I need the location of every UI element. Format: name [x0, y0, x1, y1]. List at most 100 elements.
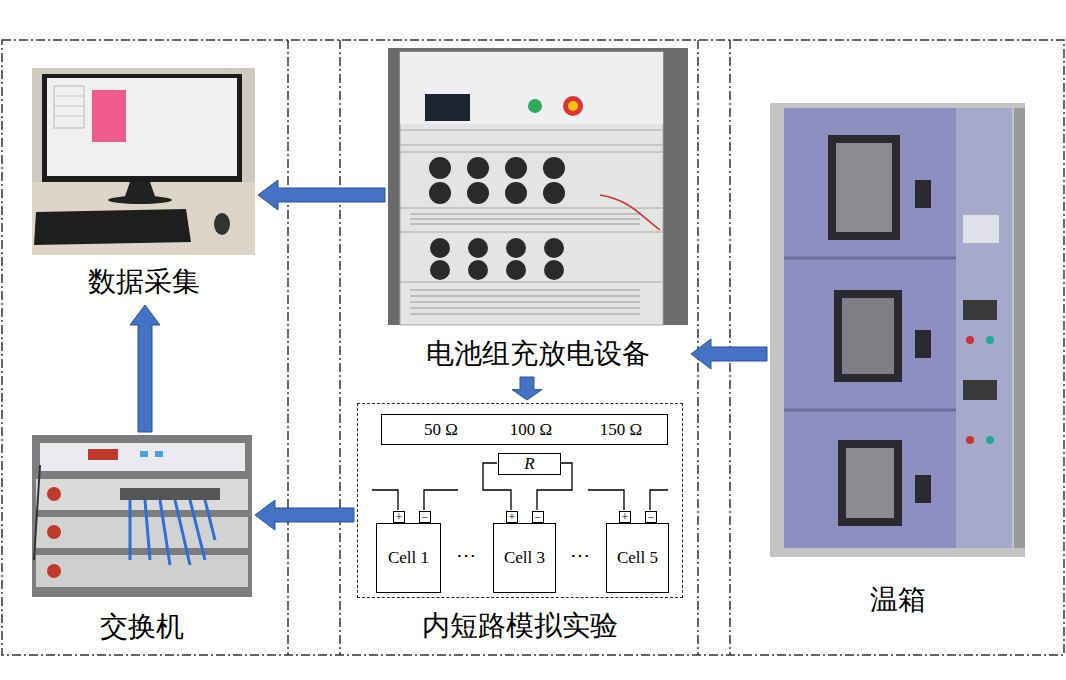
switch-photo — [47, 487, 61, 501]
box-label: − — [645, 511, 657, 523]
computer-photo — [34, 209, 191, 245]
switch-photo — [32, 435, 252, 597]
switch-photo — [36, 555, 248, 587]
flow-arrow — [130, 305, 160, 432]
panel-frame — [339, 40, 341, 655]
wire — [372, 463, 668, 510]
wire — [483, 463, 511, 510]
charger-photo — [410, 290, 640, 291]
charger-photo — [400, 152, 663, 153]
charger-photo — [467, 182, 489, 204]
chamber-photo — [966, 336, 974, 344]
switch-photo — [88, 449, 118, 460]
chamber-photo — [986, 336, 994, 344]
switch-photo — [40, 443, 245, 471]
flow-arrow — [691, 339, 767, 369]
charger-photo — [400, 282, 663, 283]
chamber-photo — [846, 448, 894, 518]
charger-photo — [429, 182, 451, 204]
charger-photo — [468, 238, 488, 258]
charger-photo — [505, 157, 527, 179]
chamber-photo — [838, 440, 902, 526]
chamber-photo — [784, 257, 956, 260]
box-label: 50 Ω — [401, 414, 481, 445]
box-label: Cell 3 — [493, 523, 556, 593]
chamber-photo — [963, 300, 997, 320]
battery-cell: Cell 1 — [376, 523, 441, 593]
terminal: + — [393, 511, 405, 523]
chamber-photo — [784, 108, 956, 548]
charger-photo — [568, 101, 578, 111]
resistance-bar: 50 Ω 100 Ω 150 Ω — [381, 414, 668, 445]
charger-photo — [400, 232, 663, 233]
charger-photo — [467, 157, 489, 179]
charger-photo — [563, 96, 583, 116]
charger-photo — [544, 260, 564, 280]
chamber-photo — [1014, 108, 1025, 548]
box-label: Cell 5 — [606, 523, 669, 593]
caption-label: 温箱 — [770, 580, 1025, 620]
wire — [650, 490, 668, 510]
switch-photo — [130, 500, 215, 565]
photo-box: 温箱 — [770, 103, 1025, 620]
photo-box: 交换机 — [32, 435, 252, 647]
computer-photo — [47, 78, 237, 176]
flow-arrow — [255, 500, 354, 530]
switch-photo — [32, 435, 252, 597]
terminal: − — [419, 511, 431, 523]
computer-photo — [54, 96, 84, 97]
box-label: Cell 1 — [376, 523, 441, 593]
computer-photo — [54, 116, 84, 117]
box-label: 150 Ω — [581, 414, 661, 445]
switch-photo — [140, 451, 148, 457]
box-label: − — [419, 511, 431, 523]
switch-photo — [36, 517, 248, 548]
computer-photo — [54, 86, 84, 128]
chamber-photo — [770, 103, 1025, 557]
charger-photo — [468, 260, 488, 280]
box-label: 100 Ω — [491, 414, 571, 445]
box-label: R — [498, 453, 561, 475]
charger-photo — [430, 260, 450, 280]
charger-photo — [400, 52, 663, 325]
chamber-photo — [966, 436, 974, 444]
charger-photo — [600, 195, 660, 230]
wire — [372, 490, 398, 510]
panel-frame — [2, 40, 1064, 655]
chamber-photo — [836, 143, 892, 232]
charger-photo — [543, 157, 565, 179]
panel-frame — [697, 40, 699, 655]
charger-photo — [400, 208, 663, 209]
charger-photo — [430, 238, 450, 258]
chamber-photo — [963, 380, 997, 400]
switch-photo — [47, 564, 61, 578]
computer-photo — [108, 196, 172, 204]
chamber-photo — [915, 475, 931, 503]
ellipsis-label: ⋯ — [565, 540, 595, 570]
caption-label: 数据采集 — [32, 262, 255, 302]
wire — [588, 490, 624, 510]
computer-photo — [92, 90, 126, 142]
chamber-photo — [842, 298, 894, 374]
terminal: + — [506, 511, 518, 523]
charger-photo — [410, 214, 640, 314]
charger-photo — [543, 182, 565, 204]
box-label: + — [393, 511, 405, 523]
chamber-photo — [956, 108, 1012, 548]
computer-photo — [214, 213, 230, 235]
computer-photo — [42, 74, 242, 182]
charger-photo — [410, 314, 640, 315]
charger-photo — [400, 130, 663, 131]
charger-photo — [410, 302, 640, 303]
flow-arrow — [258, 180, 385, 210]
caption-label: 电池组充放电设备 — [388, 334, 688, 374]
computer-photo — [32, 68, 255, 255]
switch-photo — [155, 451, 163, 457]
ellipsis-label: ⋯ — [451, 540, 481, 570]
terminal: + — [619, 511, 631, 523]
battery-cell: Cell 3 — [493, 523, 556, 593]
panel-frame — [2, 40, 1064, 655]
charger-photo — [400, 52, 663, 124]
switch-photo — [47, 525, 61, 539]
